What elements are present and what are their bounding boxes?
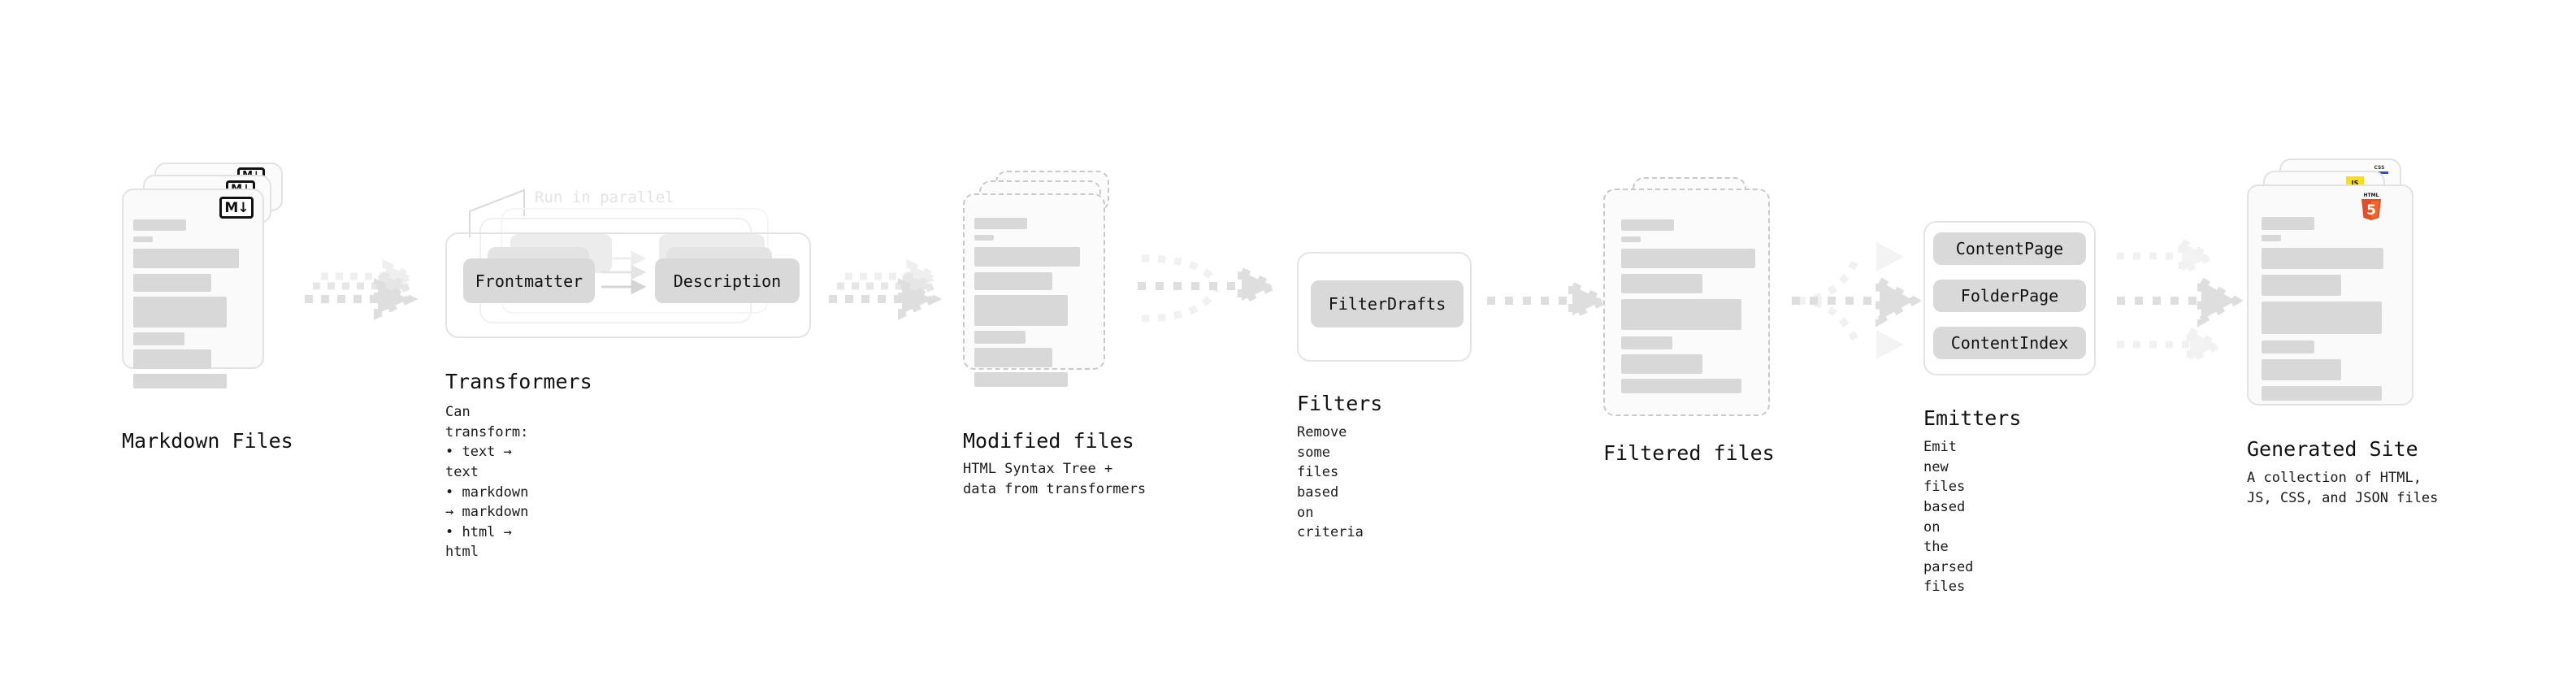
run-in-parallel-label: Run in parallel (535, 189, 674, 206)
skeleton-bar (2262, 359, 2341, 380)
connector-transformers-to-modified (829, 258, 943, 320)
skeleton-bar (133, 374, 227, 388)
html5-icon: HTML 5 (2361, 193, 2381, 220)
emitters-pill-folderpage[interactable]: FolderPage (1933, 280, 2086, 312)
node-desc-emitters: Emit new files based on the parsed files (1923, 439, 1974, 596)
generated-site-stack: CSS JS HTML 5 (2247, 158, 2458, 406)
svg-text:5: 5 (2366, 202, 2376, 219)
node-filtered-files: Filtered files (1603, 177, 1790, 465)
transformer-pill-description[interactable]: Description (655, 258, 800, 303)
node-title-generated-site: Generated Site (2247, 437, 2418, 461)
skeleton-bar (133, 274, 211, 292)
connector-markdown-to-transformers (305, 258, 419, 320)
filtered-file-stack (1603, 177, 1790, 416)
skeleton-bar (2262, 386, 2382, 401)
node-desc-modified-files: HTML Syntax Tree + data from transformer… (963, 461, 1147, 497)
filtered-doc-front (1603, 189, 1770, 416)
skeleton-bar (1621, 219, 1674, 231)
skeleton-bar (133, 236, 153, 242)
skeleton-bar (133, 219, 186, 231)
skeleton-bar (133, 297, 227, 327)
skeleton-bar (133, 332, 184, 345)
modified-file-stack (963, 171, 1150, 387)
connector-filtered-to-emitters (1792, 242, 1923, 359)
markdown-badge: M↓ (219, 197, 254, 219)
skeleton-bar (133, 249, 239, 268)
node-title-filtered-files: Filtered files (1603, 441, 1775, 465)
node-title-modified-files: Modified files (963, 429, 1134, 453)
skeleton-bar (974, 348, 1052, 367)
node-title-filters: Filters (1297, 392, 1383, 415)
skeleton-bar (974, 372, 1068, 387)
transformer-internal-arrows (601, 250, 647, 295)
skeleton-bar (2262, 248, 2383, 269)
skeleton-bar (1621, 249, 1755, 268)
skeleton-bar (974, 247, 1080, 267)
transformers-box (445, 232, 811, 338)
node-title-transformers: Transformers (445, 370, 592, 393)
skeleton-bar (2262, 235, 2281, 241)
node-title-emitters: Emitters (1923, 406, 2022, 430)
node-modified-files: Modified files HTML Syntax Tree + data f… (963, 171, 1150, 497)
skeleton-bar (1621, 336, 1672, 349)
skeleton-bar (974, 272, 1052, 290)
skeleton-bar (1621, 354, 1702, 374)
skeleton-bar (974, 295, 1068, 326)
skeleton-bar (1621, 379, 1741, 393)
svg-text:HTML: HTML (2364, 193, 2379, 198)
skeleton-bar (2262, 217, 2314, 230)
node-markdown-files: M↓ M↓ M↓ Markdown Files (122, 163, 309, 453)
transformer-pill-frontmatter[interactable]: Frontmatter (463, 258, 595, 303)
skeleton-bar (1621, 236, 1641, 242)
filters-pill-filterdrafts[interactable]: FilterDrafts (1311, 280, 1464, 327)
node-desc-transformers: Can transform: • text → text • markdown … (445, 404, 529, 561)
skeleton-bar (2262, 340, 2314, 354)
connector-filters-to-filtered (1487, 280, 1613, 322)
modified-doc-front (963, 193, 1105, 387)
skeleton-bar (2262, 301, 2382, 334)
site-doc-html: HTML 5 (2247, 184, 2413, 406)
emitters-pill-contentindex[interactable]: ContentIndex (1933, 327, 2086, 359)
skeleton-bar (974, 218, 1027, 229)
skeleton-bar (974, 331, 1026, 344)
svg-text:CSS: CSS (2374, 165, 2385, 171)
skeleton-bar (2262, 275, 2341, 296)
connector-emitters-to-site (2117, 236, 2244, 367)
markdown-doc-front: M↓ (122, 189, 264, 388)
node-generated-site: CSS JS HTML 5 (2247, 158, 2458, 506)
node-desc-generated-site: A collection of HTML, JS, CSS, and JSON … (2247, 470, 2439, 506)
skeleton-bar (1621, 274, 1702, 293)
run-in-parallel-leader (468, 189, 526, 237)
skeleton-bar (1621, 299, 1741, 330)
svg-text:JS: JS (2351, 180, 2359, 187)
node-title-markdown-files: Markdown Files (122, 429, 293, 453)
connector-modified-to-filters (1138, 254, 1282, 323)
emitters-pill-contentpage[interactable]: ContentPage (1933, 232, 2086, 265)
skeleton-bar (133, 349, 211, 369)
node-desc-filters: Remove some files based on criteria (1297, 424, 1364, 541)
skeleton-bar (974, 235, 994, 241)
markdown-file-stack: M↓ M↓ M↓ (122, 163, 309, 388)
